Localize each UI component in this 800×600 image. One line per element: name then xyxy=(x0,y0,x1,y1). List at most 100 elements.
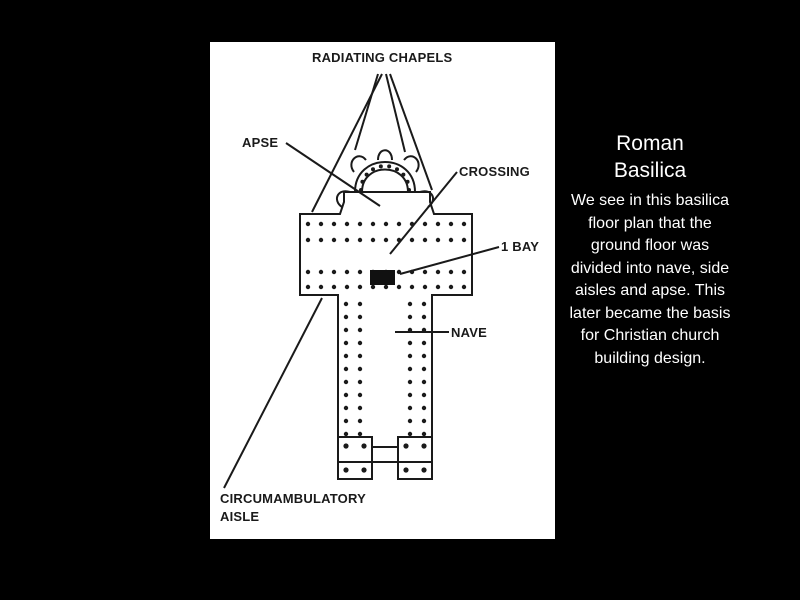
column-dot xyxy=(396,284,402,290)
label-radiating-chapels: RADIATING CHAPELS xyxy=(312,50,453,65)
column-dot xyxy=(305,237,311,243)
column-dot xyxy=(318,284,324,290)
bay-marker xyxy=(370,270,395,285)
column-dot xyxy=(343,467,349,473)
column-dot xyxy=(331,221,337,227)
column-dot xyxy=(421,379,427,385)
column-dot xyxy=(407,366,413,372)
radiating-chapels xyxy=(335,149,435,208)
column-dot xyxy=(383,221,389,227)
column-dot xyxy=(343,327,349,333)
column-dot xyxy=(361,443,367,449)
column-dot xyxy=(407,392,413,398)
slide-caption: Roman Basilica We see in this basilica f… xyxy=(565,130,735,370)
column-dot xyxy=(387,164,392,169)
column-dot xyxy=(370,221,376,227)
column-dot xyxy=(421,418,427,424)
column-dot xyxy=(378,164,383,169)
column-dot xyxy=(407,431,413,437)
column-dot xyxy=(357,284,363,290)
slide-title-line1: Roman xyxy=(616,132,684,155)
column-dot xyxy=(395,167,399,172)
column-dot xyxy=(448,269,454,275)
column-dot xyxy=(422,221,428,227)
column-dot xyxy=(421,340,427,346)
column-dot xyxy=(421,353,427,359)
column-dot xyxy=(421,314,427,320)
column-dot xyxy=(357,340,363,346)
column-dot xyxy=(343,418,349,424)
label-nave: NAVE xyxy=(451,325,487,340)
column-dot xyxy=(318,221,324,227)
label-apse: APSE xyxy=(242,135,279,150)
column-dot xyxy=(357,237,363,243)
column-dot xyxy=(357,353,363,359)
column-dot xyxy=(357,431,363,437)
column-dot xyxy=(318,237,324,243)
column-dot xyxy=(357,405,363,411)
column-dot xyxy=(305,221,311,227)
column-dot xyxy=(421,392,427,398)
column-dot xyxy=(421,443,427,449)
column-dot xyxy=(343,353,349,359)
column-dot xyxy=(343,431,349,437)
column-dot xyxy=(343,301,349,307)
column-dot xyxy=(305,284,311,290)
column-dot xyxy=(407,418,413,424)
column-dot xyxy=(422,284,428,290)
column-dot xyxy=(343,405,349,411)
column-dot xyxy=(383,284,389,290)
column-dot xyxy=(461,269,467,275)
slide-body-text: We see in this basilica floor plan that … xyxy=(569,192,731,367)
column-dot xyxy=(421,301,427,307)
label-aisle: AISLE xyxy=(220,509,260,524)
column-dot xyxy=(357,221,363,227)
column-dot xyxy=(407,340,413,346)
slide-title-line2: Basilica xyxy=(613,159,687,182)
column-dot xyxy=(421,467,427,473)
column-dot xyxy=(421,431,427,437)
column-dot xyxy=(357,314,363,320)
column-dot xyxy=(435,284,441,290)
column-dot xyxy=(407,301,413,307)
column-dot xyxy=(448,284,454,290)
column-dot xyxy=(422,269,428,275)
column-dot xyxy=(344,284,350,290)
column-dot xyxy=(448,221,454,227)
column-dot xyxy=(343,366,349,372)
column-dot xyxy=(421,366,427,372)
column-dot xyxy=(461,284,467,290)
column-dot xyxy=(435,221,441,227)
column-dot xyxy=(357,418,363,424)
column-dot xyxy=(407,353,413,359)
column-dot xyxy=(331,284,337,290)
column-dot xyxy=(357,392,363,398)
column-dot xyxy=(357,366,363,372)
label-crossing: CROSSING xyxy=(459,164,530,179)
column-dot xyxy=(448,237,454,243)
label-bay: 1 BAY xyxy=(501,239,540,254)
column-dot xyxy=(331,269,337,275)
column-dot xyxy=(383,237,389,243)
label-pointer-lines xyxy=(223,73,500,489)
column-dot xyxy=(370,284,376,290)
column-dot xyxy=(343,314,349,320)
column-dot xyxy=(396,221,402,227)
column-dot xyxy=(371,167,375,172)
column-dot xyxy=(343,443,349,449)
plan-walls xyxy=(299,161,473,480)
column-dot xyxy=(318,269,324,275)
column-dot xyxy=(344,237,350,243)
label-circumambulatory: CIRCUMAMBULATORY xyxy=(220,491,366,506)
column-dot xyxy=(343,392,349,398)
column-dot xyxy=(461,221,467,227)
column-dot xyxy=(361,467,367,473)
column-dot xyxy=(357,379,363,385)
column-dot xyxy=(305,269,311,275)
column-dot xyxy=(357,327,363,333)
column-dot xyxy=(357,269,363,275)
floor-plan-drawing xyxy=(223,73,500,489)
column-dot xyxy=(409,284,415,290)
column-dot xyxy=(435,269,441,275)
